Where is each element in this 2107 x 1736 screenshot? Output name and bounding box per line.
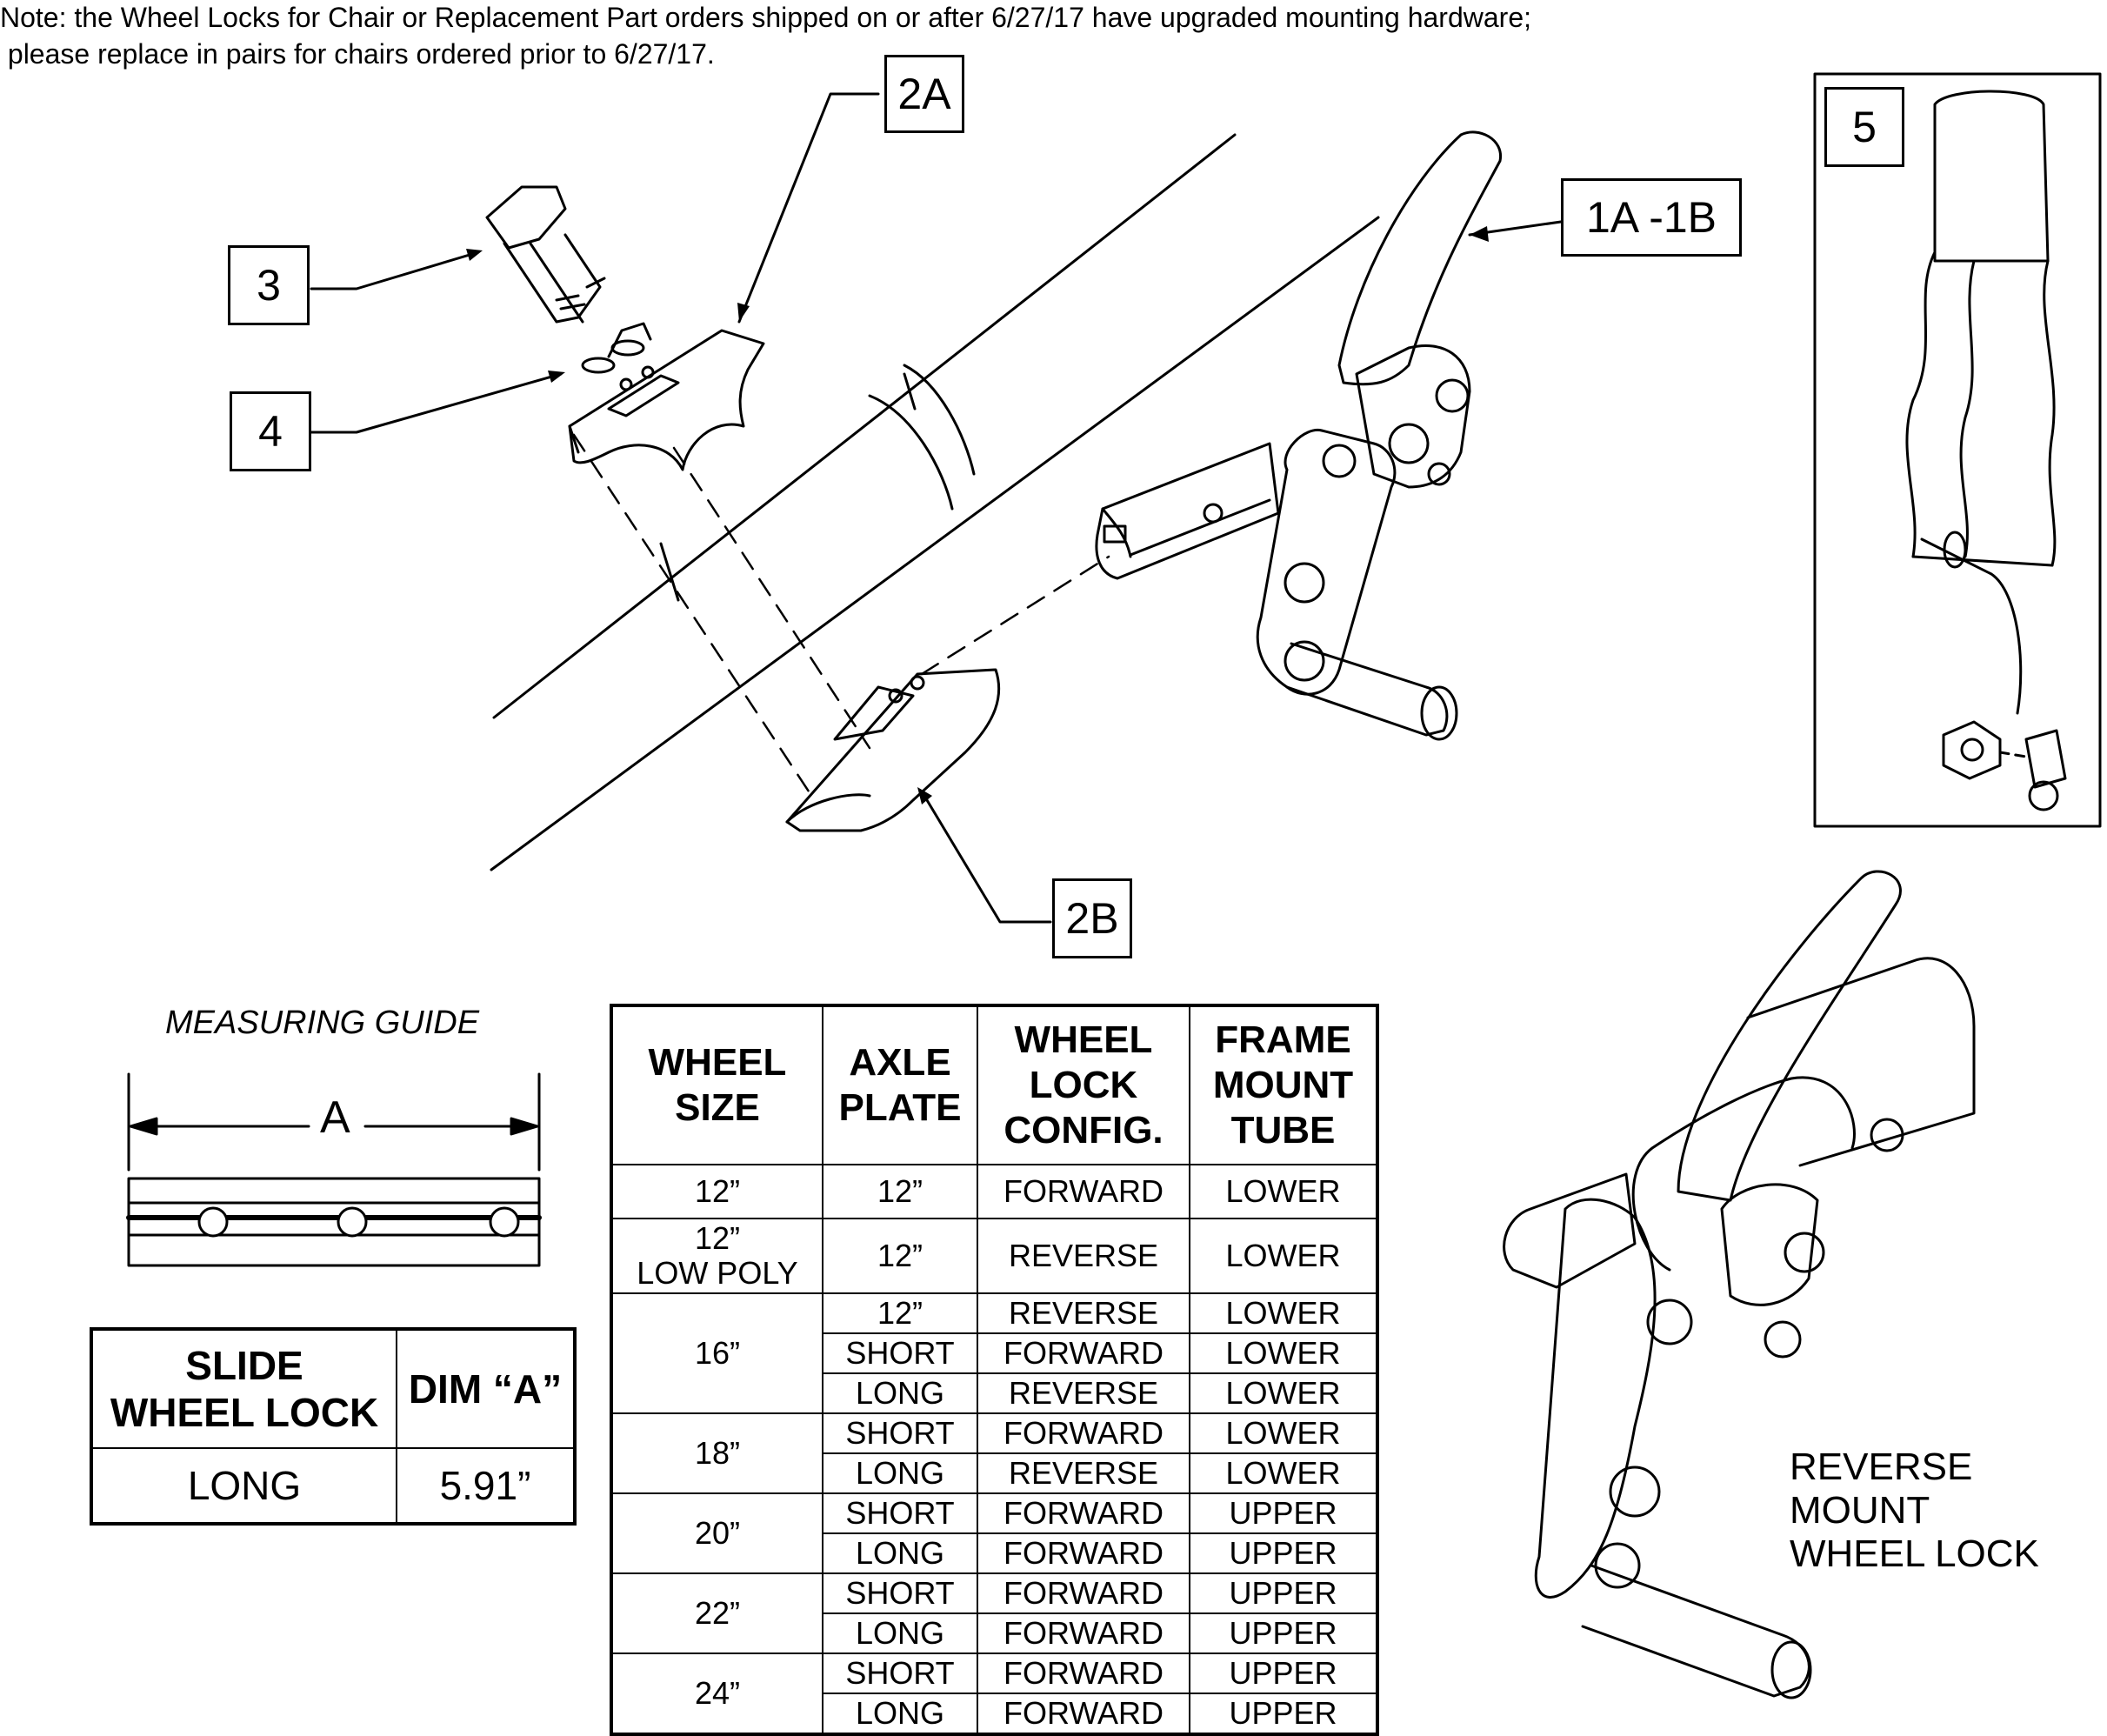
lock-config-cell: FORWARD <box>977 1572 1190 1614</box>
mount-tube-cell: LOWER <box>1189 1292 1378 1334</box>
lock-config-cell: FORWARD <box>977 1693 1190 1735</box>
lock-config-cell: FORWARD <box>977 1612 1190 1654</box>
clamp-2a <box>568 329 765 471</box>
frame-tube <box>490 133 1380 871</box>
axle-plate-cell: LONG <box>822 1612 978 1654</box>
lock-table-header: DIM “A” <box>396 1328 576 1449</box>
lock-config-cell: REVERSE <box>977 1292 1190 1334</box>
mount-tube-cell: LOWER <box>1189 1452 1378 1494</box>
axle-plate-cell: LONG <box>822 1452 978 1494</box>
size-table-header: WHEEL SIZE <box>610 1005 823 1165</box>
callout-4: 4 <box>230 391 311 471</box>
mount-tube-cell: UPPER <box>1189 1653 1378 1694</box>
wheel-size-cell: 24” <box>610 1653 823 1735</box>
callout-2b: 2B <box>1052 878 1132 958</box>
mount-tube-cell: UPPER <box>1189 1492 1378 1534</box>
wheel-lock-1a1b <box>1256 130 1502 741</box>
mount-tube-cell: LOWER <box>1189 1164 1378 1219</box>
axle-plate-cell: SHORT <box>822 1572 978 1614</box>
mount-tube <box>1095 442 1280 580</box>
screws-3 <box>485 185 606 324</box>
leaders <box>310 92 1563 924</box>
wheel-size-cell: 16” <box>610 1292 823 1414</box>
lock-config-cell: FORWARD <box>977 1653 1190 1694</box>
reverse-wheel-lock <box>1503 870 1976 1699</box>
washers-4 <box>581 322 652 374</box>
mount-tube-cell: LOWER <box>1189 1332 1378 1374</box>
axle-plate-cell: SHORT <box>822 1332 978 1374</box>
callout-3: 3 <box>228 245 310 325</box>
reverse-mount-label: REVERSE MOUNT WHEEL LOCK <box>1790 1446 2039 1575</box>
callout-5: 5 <box>1824 87 1904 167</box>
arrowheads <box>466 226 1489 805</box>
measuring-guide-drawing <box>126 1072 542 1267</box>
axle-plate-cell: 12” <box>822 1218 978 1294</box>
axle-plate-cell: LONG <box>822 1532 978 1574</box>
lock-config-cell: REVERSE <box>977 1372 1190 1414</box>
wheel-size-cell: 12” LOW POLY <box>610 1218 823 1294</box>
axle-plate-cell: SHORT <box>822 1492 978 1534</box>
lock-table-cell: LONG <box>90 1447 397 1525</box>
note-line-2: please replace in pairs for chairs order… <box>0 38 715 70</box>
mount-tube-cell: LOWER <box>1189 1412 1378 1454</box>
alignment-lines <box>572 433 1110 793</box>
measuring-guide-title: MEASURING GUIDE <box>165 1005 480 1041</box>
slide-lock-table: SLIDE WHEEL LOCK DIM “A” LONG 5.91” <box>90 1327 577 1526</box>
wheel-size-table: WHEEL SIZE AXLE PLATE WHEEL LOCK CONFIG.… <box>610 1004 1379 1736</box>
inset-part-5 <box>1813 72 2102 828</box>
lock-table-header: SLIDE WHEEL LOCK <box>90 1328 397 1449</box>
clamp-2b <box>785 668 1001 832</box>
mount-tube-cell: UPPER <box>1189 1572 1378 1614</box>
size-table-header: AXLE PLATE <box>822 1005 978 1165</box>
lock-config-cell: REVERSE <box>977 1218 1190 1294</box>
mount-tube-cell: LOWER <box>1189 1372 1378 1414</box>
wheel-size-cell: 12” <box>610 1164 823 1219</box>
mount-tube-cell: UPPER <box>1189 1693 1378 1735</box>
callout-2a: 2A <box>884 55 964 133</box>
axle-plate-cell: SHORT <box>822 1653 978 1694</box>
axle-plate-cell: 12” <box>822 1292 978 1334</box>
lock-table-cell: 5.91” <box>396 1447 576 1525</box>
wheel-size-cell: 20” <box>610 1492 823 1574</box>
lock-config-cell: REVERSE <box>977 1452 1190 1494</box>
axle-plate-cell: SHORT <box>822 1412 978 1454</box>
lock-config-cell: FORWARD <box>977 1492 1190 1534</box>
lock-config-cell: FORWARD <box>977 1532 1190 1574</box>
axle-plate-cell: 12” <box>822 1164 978 1219</box>
lock-config-cell: FORWARD <box>977 1332 1190 1374</box>
mount-tube-cell: LOWER <box>1189 1218 1378 1294</box>
note-line-1: Note: the Wheel Locks for Chair or Repla… <box>0 2 1531 33</box>
size-table-header: WHEEL LOCK CONFIG. <box>977 1005 1190 1165</box>
size-table-header: FRAME MOUNT TUBE <box>1189 1005 1378 1165</box>
mount-tube-cell: UPPER <box>1189 1612 1378 1654</box>
dimension-a-label: A <box>313 1092 357 1144</box>
wheel-size-cell: 22” <box>610 1572 823 1654</box>
lock-config-cell: FORWARD <box>977 1412 1190 1454</box>
axle-plate-cell: LONG <box>822 1693 978 1735</box>
wheel-size-cell: 18” <box>610 1412 823 1494</box>
callout-1a-1b: 1A -1B <box>1561 178 1742 257</box>
axle-plate-cell: LONG <box>822 1372 978 1414</box>
mount-tube-cell: UPPER <box>1189 1532 1378 1574</box>
lock-config-cell: FORWARD <box>977 1164 1190 1219</box>
